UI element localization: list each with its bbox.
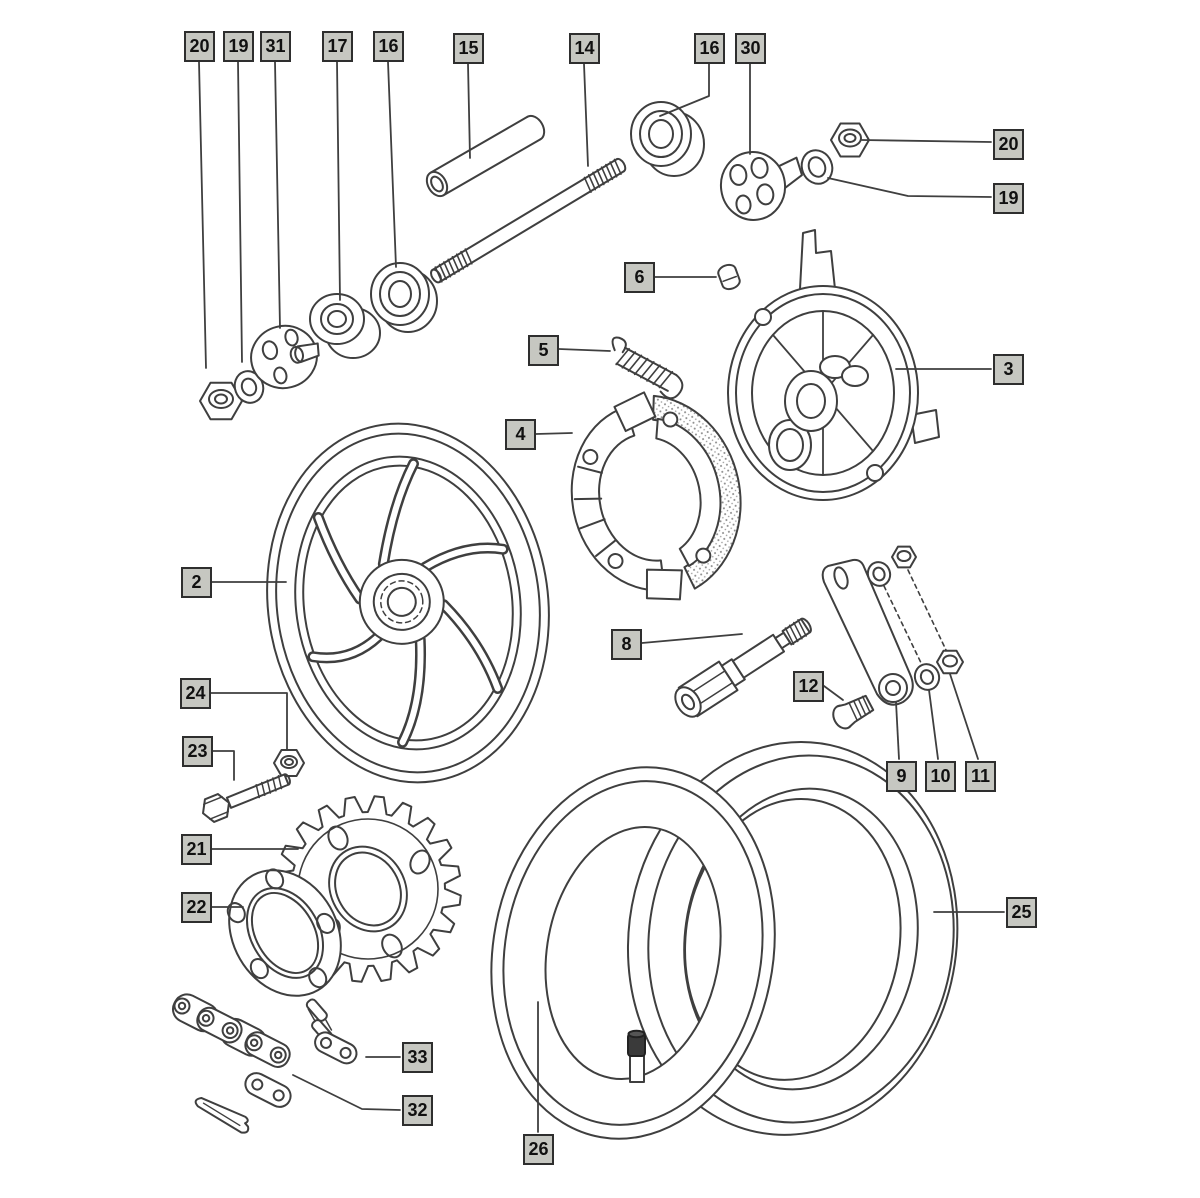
callout-10[interactable]: 10: [925, 761, 956, 792]
rosette-31-drawing: [250, 324, 320, 390]
callout-3[interactable]: 3: [993, 354, 1024, 385]
leader-line: [387, 61, 397, 268]
nut-24-drawing: [273, 749, 305, 777]
wheel-spoke: [309, 633, 382, 661]
callout-20-top[interactable]: 20: [184, 31, 215, 62]
leader-line: [827, 177, 992, 198]
callout-8[interactable]: 8: [611, 629, 642, 660]
callout-19-right[interactable]: 19: [993, 183, 1024, 214]
washer-19-left-drawing: [233, 370, 265, 404]
link-clip-drawing: [194, 1096, 250, 1134]
callout-31[interactable]: 31: [260, 31, 291, 62]
leader-line: [949, 673, 979, 760]
spacer-tube-drawing: [425, 114, 546, 198]
carrier-plate-drawing: [226, 868, 342, 997]
valve-stem-drawing: [627, 1029, 646, 1083]
spring-drawing: [611, 336, 684, 400]
callout-5[interactable]: 5: [528, 335, 559, 366]
callout-15[interactable]: 15: [453, 33, 484, 64]
leader-line: [641, 633, 743, 644]
nut-20-left-drawing: [199, 381, 243, 421]
washer-19-right-drawing: [800, 149, 834, 185]
leader-line: [895, 701, 900, 760]
leader-line: [212, 750, 235, 781]
wheel-spoke: [315, 514, 363, 602]
callout-26[interactable]: 26: [523, 1134, 554, 1165]
wheel-spoke: [422, 545, 507, 571]
assembly-dashed-lines: [883, 569, 947, 668]
brake-shoes-drawing: [570, 391, 742, 601]
master-link-plate-drawing: [244, 1072, 292, 1108]
callout-2[interactable]: 2: [181, 567, 212, 598]
callout-16-right[interactable]: 16: [694, 33, 725, 64]
callout-6[interactable]: 6: [624, 262, 655, 293]
leader-line: [292, 1074, 401, 1111]
leader-line: [535, 432, 573, 435]
wheel-spoke: [399, 636, 424, 746]
callout-16-left[interactable]: 16: [373, 31, 404, 62]
callout-14[interactable]: 14: [569, 33, 600, 64]
callout-32[interactable]: 32: [402, 1095, 433, 1126]
leader-line: [210, 692, 288, 750]
spacer-17-drawing: [309, 293, 381, 359]
callout-19-top[interactable]: 19: [223, 31, 254, 62]
connecting-link-drawing: [305, 998, 358, 1065]
axle-drawing: [430, 157, 627, 284]
wheel-drawing: [266, 422, 550, 784]
leader-line: [336, 61, 341, 301]
bolt-23-drawing: [202, 773, 291, 823]
leader-line: [928, 689, 939, 760]
leader-line: [274, 61, 281, 329]
leader-line: [823, 685, 844, 701]
callout-21[interactable]: 21: [181, 834, 212, 865]
chain-drawing: [172, 993, 291, 1068]
inner-tube-drawing: [490, 766, 776, 1140]
pin-6-drawing: [717, 263, 741, 291]
leader-line: [659, 63, 710, 117]
callout-23[interactable]: 23: [182, 736, 213, 767]
wheel-spoke: [380, 460, 417, 568]
leader-line: [558, 348, 611, 352]
callout-4[interactable]: 4: [505, 419, 536, 450]
leader-line: [198, 61, 207, 369]
leader-line: [861, 139, 992, 143]
callout-24[interactable]: 24: [180, 678, 211, 709]
callout-9[interactable]: 9: [886, 761, 917, 792]
callout-20-right[interactable]: 20: [993, 129, 1024, 160]
callout-22[interactable]: 22: [181, 892, 212, 923]
bearing-16-right-drawing: [630, 101, 705, 177]
callout-12[interactable]: 12: [793, 671, 824, 702]
brake-cam-drawing: [674, 617, 812, 718]
brake-plate-drawing: [727, 229, 940, 501]
nut-20-right-drawing: [830, 122, 870, 158]
nut-11b-drawing: [936, 649, 964, 675]
torque-arm-drawing: [821, 558, 914, 706]
callout-30[interactable]: 30: [735, 33, 766, 64]
leader-line: [583, 63, 589, 167]
callout-25[interactable]: 25: [1006, 897, 1037, 928]
callout-17[interactable]: 17: [322, 31, 353, 62]
rosette-30-drawing: [719, 151, 803, 221]
leader-line: [237, 61, 243, 363]
wheel-spoke: [440, 601, 501, 692]
nut-11a-drawing: [891, 545, 917, 569]
callout-33[interactable]: 33: [402, 1042, 433, 1073]
callout-11[interactable]: 11: [965, 761, 996, 792]
bearing-16-left-drawing: [370, 262, 438, 333]
leader-lines: [198, 61, 1005, 1133]
washer-10b-drawing: [913, 663, 941, 691]
leader-line: [467, 63, 471, 159]
screw-12-drawing: [832, 694, 875, 730]
washer-10a-drawing: [866, 561, 892, 587]
